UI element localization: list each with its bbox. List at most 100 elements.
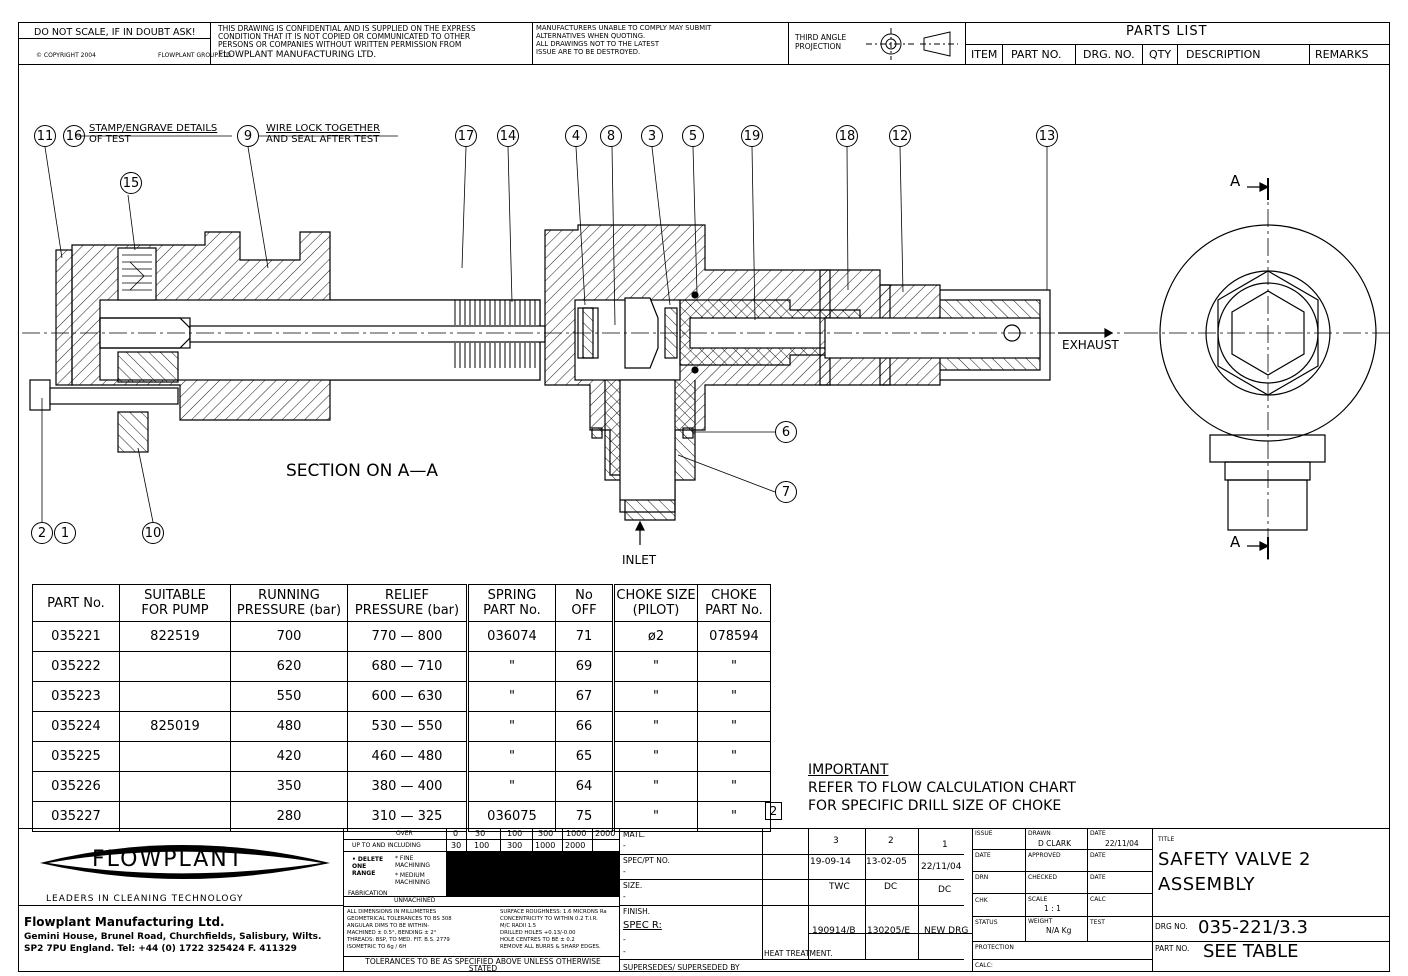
divider xyxy=(619,905,964,906)
finish-value: - xyxy=(623,935,626,944)
cell: " xyxy=(697,711,771,742)
drawn-date-label: DATE xyxy=(1090,830,1106,837)
date-label: DATE xyxy=(975,852,991,859)
part-no-label: PART NO. xyxy=(1155,944,1190,953)
cell: " xyxy=(466,741,556,772)
chk-label: CHK xyxy=(975,897,988,904)
divider xyxy=(972,941,1390,942)
manufacturers-2: ALTERNATIVES WHEN QUOTING. xyxy=(536,32,646,40)
supersedes-label: SUPERSEDES/ SUPERSEDED BY xyxy=(623,963,740,972)
scale-label: SCALE xyxy=(1028,896,1048,903)
divider xyxy=(592,828,593,851)
balloon-15: 15 xyxy=(120,172,142,194)
cell: 620 xyxy=(230,651,348,682)
cell: " xyxy=(612,711,698,742)
cell: 69 xyxy=(555,651,614,682)
header-text: No xyxy=(575,588,593,603)
cell: 035227 xyxy=(32,801,120,832)
cell: 822519 xyxy=(119,621,231,652)
size-value: - xyxy=(623,892,626,901)
cell xyxy=(119,681,231,712)
scale-note: DO NOT SCALE, IF IN DOUBT ASK! xyxy=(34,27,196,38)
divider xyxy=(343,851,619,852)
divider xyxy=(972,959,1152,960)
balloon-2: 2 xyxy=(31,522,53,544)
medium-machining: * MEDIUM MACHINING xyxy=(395,872,431,886)
cell: " xyxy=(697,741,771,772)
divider xyxy=(1142,44,1143,64)
rev-date-2: 13-02-05 xyxy=(866,857,907,867)
balloon-14: 14 xyxy=(497,125,519,147)
manufacturers-1: MANUFACTURERS UNABLE TO COMPLY MAY SUBMI… xyxy=(536,24,712,32)
issue-label: ISSUE xyxy=(975,830,993,837)
divider xyxy=(1177,44,1178,64)
cell: " xyxy=(466,651,556,682)
balloon-8: 8 xyxy=(600,125,622,147)
rev-issue-2: 130205/E xyxy=(867,926,911,936)
rev-issue-3: 190914/B xyxy=(812,926,856,936)
confidential-1: THIS DRAWING IS CONFIDENTIAL AND IS SUPP… xyxy=(218,24,476,33)
cell: 71 xyxy=(555,621,614,652)
balloon-12: 12 xyxy=(889,125,911,147)
rev-num-2: 2 xyxy=(888,836,894,846)
balloon-10: 10 xyxy=(142,522,164,544)
divider xyxy=(1075,44,1076,64)
divider xyxy=(18,905,343,906)
drawing-title-2: ASSEMBLY xyxy=(1158,874,1256,895)
parts-col-part: PART NO. xyxy=(1011,48,1062,61)
finish-label: FINISH. xyxy=(623,907,651,916)
cell: 035224 xyxy=(32,711,120,742)
parts-list-title: PARTS LIST xyxy=(1126,24,1208,39)
divider xyxy=(466,828,467,851)
spec-pt-label: SPEC/PT NO. xyxy=(623,856,670,865)
matl-label: MATL. xyxy=(623,830,646,839)
confidential-3: PERSONS OR COMPANIES WITHOUT WRITTEN PER… xyxy=(218,40,462,49)
divider xyxy=(1025,828,1026,941)
group-name: FLOWPLANT GROUP LTD. xyxy=(158,52,233,59)
part-number: SEE TABLE xyxy=(1203,941,1299,962)
divider xyxy=(1152,828,1153,972)
balloon-7: 7 xyxy=(775,481,797,503)
parts-col-qty: QTY xyxy=(1149,48,1172,61)
wire-note-2: AND SEAL AFTER TEST xyxy=(266,134,380,145)
tol-left-5: THREADS: BSP, TO MED. FIT. B.S. 2779 xyxy=(347,937,450,943)
status-label: STATUS xyxy=(975,919,998,926)
calc-label: CALC xyxy=(1090,896,1106,903)
section-label: SECTION ON A—A xyxy=(286,461,439,481)
divider xyxy=(865,828,866,959)
finish-value-2: - xyxy=(623,947,626,956)
over-0: 0 xyxy=(453,829,459,838)
inlet-label: INLET xyxy=(622,553,657,567)
over-30: 30 xyxy=(475,829,486,838)
divider xyxy=(808,828,809,959)
cell: 700 xyxy=(230,621,348,652)
cell: 036075 xyxy=(466,801,556,832)
cell: 550 xyxy=(230,681,348,712)
divider xyxy=(343,839,619,840)
cell: " xyxy=(466,711,556,742)
flowplant-logo-icon xyxy=(40,845,330,879)
important-line-1: REFER TO FLOW CALCULATION CHART xyxy=(808,780,1076,796)
cell: " xyxy=(697,801,771,832)
cell: 680 — 710 xyxy=(347,651,468,682)
balloon-17: 17 xyxy=(455,125,477,147)
tol-left-2: GEOMETRICAL TOLERANCES TO BS 308 xyxy=(347,916,452,922)
cell: 280 xyxy=(230,801,348,832)
th-choke-size: CHOKE SIZE(PILOT) xyxy=(612,584,698,622)
header-text: SPRING xyxy=(487,588,537,603)
approved-date-label: DATE xyxy=(1090,852,1106,859)
cell: 035222 xyxy=(32,651,120,682)
tol-right-1: SURFACE ROUGHNESS: 1.6 MICRONS Ra xyxy=(500,909,607,915)
upto-1000: 1000 xyxy=(535,841,556,850)
header-text: PART No. xyxy=(705,603,763,618)
divider xyxy=(918,828,919,959)
divider xyxy=(808,933,972,934)
cell: 036074 xyxy=(466,621,556,652)
cell: 420 xyxy=(230,741,348,772)
